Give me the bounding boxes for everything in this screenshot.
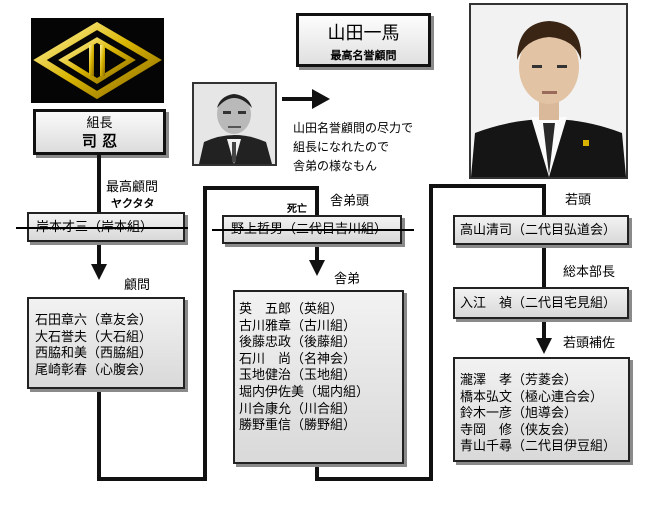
connector-col2-down (315, 186, 319, 216)
brother-member: 勝野重信（勝野組） (239, 418, 357, 434)
advisor-label: 顧問 (124, 278, 151, 293)
portrait-photo-small (192, 82, 277, 166)
advisor-member: 石田章六（章友会） (35, 313, 153, 328)
connector-col3-down (542, 184, 546, 215)
connector-waka-down (542, 244, 546, 288)
honorary-advisor-title: 最高名誉顧問 (330, 49, 397, 62)
brothers-label: 舎弟 (334, 272, 361, 287)
quote-line-2: 組長になれたので (293, 140, 390, 154)
assistant-member: 橋本弘文（極心連合会） (460, 389, 604, 405)
advisor-member: 西脇和美（西脇組） (35, 346, 153, 362)
advisor-box: 石田章六（章友会） 大石誉夫（大石組） 西脇和美（西脇組） 尾崎彰春（心腹会） (27, 297, 185, 389)
portrait-photo-large (469, 3, 628, 179)
advisor-member: 大石誉夫（大石組） (35, 329, 153, 345)
brother-member: 後藤忠政（後藤組） (239, 335, 357, 351)
connector-advisor-arrow-shaft (97, 241, 101, 266)
general-director-label: 総本部長 (563, 265, 616, 280)
brother-member: 英 五郎（英組） (239, 302, 344, 317)
underboss-box: 高山清司（二代目弘道会） (453, 215, 629, 245)
boss-name: 司 忍 (81, 132, 118, 150)
quote-arrow-shaft (282, 97, 313, 101)
connector-left-bottom (97, 388, 101, 480)
underboss-label: 若頭 (565, 193, 592, 208)
arrow-down-icon (91, 264, 107, 280)
strikethrough-line (16, 227, 188, 229)
assistant-member: 寺岡 修（侠友会） (460, 422, 578, 438)
crest-logo (31, 18, 164, 103)
deceased-note: 死亡 (287, 204, 307, 215)
strikethrough-line (212, 229, 414, 231)
connector-col2-up (203, 186, 207, 481)
connector-col3-top (429, 184, 545, 188)
honorary-advisor-name: 山田一馬 (327, 23, 400, 44)
brother-member: 石川 尚（名神会） (239, 351, 357, 367)
connector-boss-down (97, 155, 101, 214)
underboss-assistant-box: 瀧澤 孝（芳菱会） 橋本弘文（極心連合会） 鈴木一彦（旭導会） 寺岡 修（侠友会… (453, 357, 630, 462)
supreme-advisor-label: 最高顧問 (106, 180, 159, 195)
underboss-name: 高山清司（二代目弘道会） (460, 223, 617, 238)
boss-box: 組長 司 忍 (33, 109, 166, 155)
connector-shatei-arrow-shaft (315, 243, 319, 262)
connector-col3-up (429, 184, 433, 481)
brother-member: 堀内伊佐美（堀内組） (239, 384, 370, 400)
supreme-advisor-note: ヤクタタ (111, 197, 155, 210)
connector-col2-top (203, 186, 318, 190)
arrow-down-icon (309, 260, 325, 276)
advisor-member: 尾崎彰春（心腹会） (35, 362, 153, 378)
arrow-down-icon (536, 338, 552, 354)
quote-line-3: 舎弟の様なもん (293, 159, 378, 173)
brother-member: 川合康允（川合組） (239, 401, 357, 417)
connector-col2-bottom (315, 463, 319, 481)
connector-bottom-1 (97, 477, 206, 481)
brother-member: 玉地健治（玉地組） (239, 368, 357, 384)
yamabishi-emblem-icon (33, 21, 162, 100)
honorary-advisor-box: 山田一馬 最高名誉顧問 (296, 13, 431, 67)
underboss-assistant-label: 若頭補佐 (563, 336, 616, 351)
chief-brother-label: 舎弟頭 (330, 194, 370, 209)
assistant-member: 青山千尋（二代目伊豆組） (460, 439, 617, 455)
arrow-right-icon (312, 89, 330, 109)
assistant-member: 瀧澤 孝（芳菱会） (460, 373, 578, 388)
general-director-name: 入江 禎（二代目宅見組） (460, 296, 617, 311)
brothers-box: 英 五郎（英組） 古川雅章（古川組） 後藤忠政（後藤組） 石川 尚（名神会） 玉… (233, 290, 404, 464)
assistant-member: 鈴木一彦（旭導会） (460, 406, 578, 422)
general-director-box: 入江 禎（二代目宅見組） (453, 287, 629, 319)
quote-line-1: 山田名誉顧問の尽力で (293, 121, 414, 135)
connector-bottom-2 (315, 477, 432, 481)
boss-role: 組長 (86, 116, 113, 131)
connector-hosa-arrow-shaft (542, 320, 546, 340)
brother-member: 古川雅章（古川組） (239, 318, 357, 334)
